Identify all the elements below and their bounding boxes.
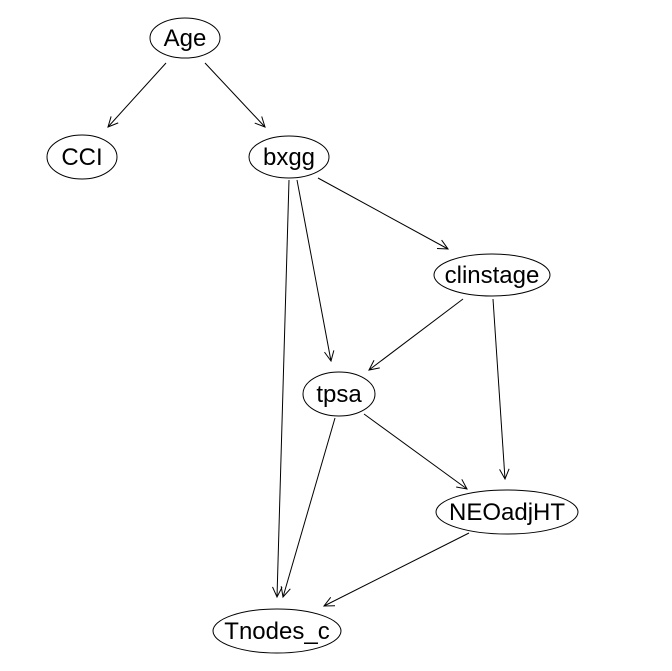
node-label: clinstage xyxy=(445,262,540,289)
node-cci: CCI xyxy=(46,134,118,180)
node-bxgg: bxgg xyxy=(248,135,330,179)
node-label: bxgg xyxy=(263,144,315,171)
node-ellipse xyxy=(248,135,330,179)
edge-line xyxy=(368,298,464,371)
arrowhead-icon xyxy=(322,596,336,607)
edge-line xyxy=(282,417,336,598)
arrowhead-icon xyxy=(368,359,380,371)
arrowhead-icon xyxy=(324,350,335,363)
edge-tpsa-to-neoadjht xyxy=(363,413,468,490)
node-label: tpsa xyxy=(316,381,362,408)
arrowhead-icon xyxy=(272,586,283,599)
edge-tpsa-to-tnodes-c xyxy=(280,417,336,599)
edge-line xyxy=(107,62,167,128)
edge-line xyxy=(317,177,449,250)
edge-line xyxy=(492,298,506,480)
edge-line xyxy=(363,413,468,490)
node-ellipse xyxy=(302,371,376,417)
arrowhead-icon xyxy=(456,479,468,490)
node-ellipse xyxy=(46,134,118,180)
edge-age-to-cci xyxy=(107,62,167,128)
edge-line xyxy=(296,179,332,362)
edge-age-to-bxgg xyxy=(204,62,266,128)
edge-bxgg-to-tnodes-c xyxy=(272,179,290,599)
arrowhead-icon xyxy=(254,116,266,128)
node-label: Tnodes_c xyxy=(224,618,329,645)
arrowhead-icon xyxy=(280,586,291,599)
edge-neoadjht-to-tnodes-c xyxy=(322,532,470,607)
arrowhead-icon xyxy=(436,239,450,250)
edges xyxy=(107,62,510,607)
edge-line xyxy=(204,62,266,128)
edge-bxgg-to-clinstage xyxy=(317,177,450,250)
node-tnodes-c: Tnodes_c xyxy=(212,608,342,654)
node-ellipse xyxy=(212,608,342,654)
node-clinstage: clinstage xyxy=(433,253,551,297)
arrowhead-icon xyxy=(499,468,510,481)
edge-line xyxy=(323,532,470,607)
node-label: CCI xyxy=(61,144,102,171)
edge-line xyxy=(276,179,290,598)
node-neoadjht: NEOadjHT xyxy=(435,489,579,535)
node-ellipse xyxy=(433,253,551,297)
node-ellipse xyxy=(435,489,579,535)
node-label: Age xyxy=(164,25,207,52)
edge-clinstage-to-neoadjht xyxy=(492,298,510,481)
arrowhead-icon xyxy=(107,116,119,128)
edge-clinstage-to-tpsa xyxy=(368,298,464,371)
edge-bxgg-to-tpsa xyxy=(296,179,335,363)
node-tpsa: tpsa xyxy=(302,371,376,417)
node-ellipse xyxy=(149,17,221,59)
node-label: NEOadjHT xyxy=(449,499,565,526)
node-age: Age xyxy=(149,17,221,59)
